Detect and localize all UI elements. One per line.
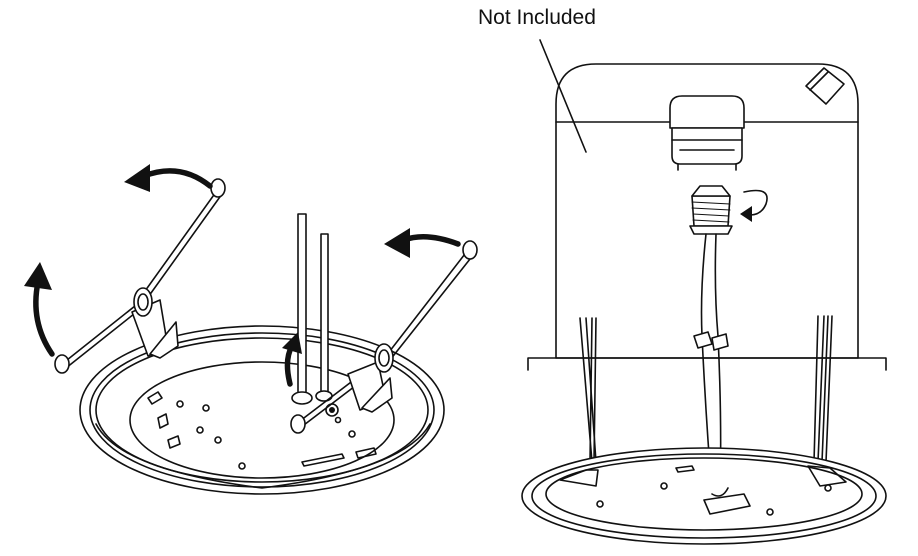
rotation-arrows-left: [24, 164, 461, 387]
fixture-mount-plate-details: [147, 391, 377, 470]
callout-leader-line: [539, 39, 587, 153]
light-socket-housing: [669, 95, 745, 171]
not-included-label: Not Included: [478, 6, 596, 29]
spring-clip-left: [54, 178, 226, 374]
screw-adapter: [689, 185, 733, 235]
fixture-trim-right: [521, 447, 887, 545]
fixture-trim-left: [79, 325, 445, 495]
spring-clip-right: [290, 240, 478, 434]
twist-arrow: [740, 189, 768, 222]
housing-clips: [579, 315, 833, 463]
